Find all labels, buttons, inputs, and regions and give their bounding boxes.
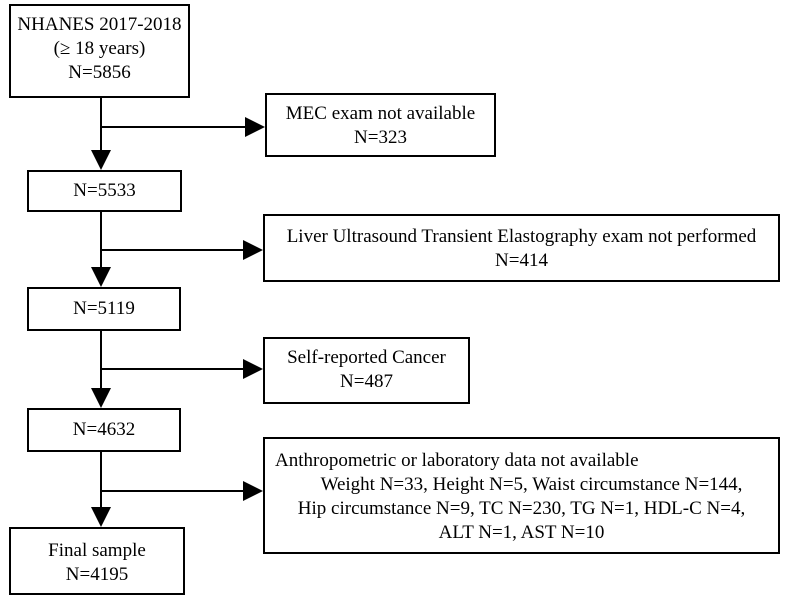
liver-ultrasound-count: N=414 xyxy=(495,250,548,271)
box-nhanes: NHANES 2017-2018 (≥ 18 years) N=5856 xyxy=(9,4,190,98)
cancer-count: N=487 xyxy=(340,371,393,392)
box-n5119-text: N=5119 xyxy=(73,298,135,319)
final-sample-label: Final sample xyxy=(48,540,146,561)
mec-exam-text: MEC exam not available xyxy=(285,103,476,124)
box-n5533: N=5533 xyxy=(27,170,182,212)
box-nhanes-line2: (≥ 18 years) xyxy=(53,38,146,59)
box-anthropometric: Anthropometric or laboratory data not av… xyxy=(263,437,780,554)
box-self-reported-cancer: Self-reported Cancer N=487 xyxy=(263,337,470,404)
cancer-text: Self-reported Cancer xyxy=(287,347,446,368)
box-nhanes-line3: N=5856 xyxy=(68,62,131,83)
box-n5533-text: N=5533 xyxy=(73,180,136,201)
anthropometric-line1: Weight N=33, Height N=5, Waist circumsta… xyxy=(320,474,743,495)
box-final-sample: Final sample N=4195 xyxy=(9,527,185,595)
anthropometric-title: Anthropometric or laboratory data not av… xyxy=(275,450,639,471)
box-liver-ultrasound: Liver Ultrasound Transient Elastography … xyxy=(263,214,780,282)
mec-exam-count: N=323 xyxy=(354,127,407,148)
box-n4632: N=4632 xyxy=(27,408,181,452)
box-mec-exam: MEC exam not available N=323 xyxy=(265,93,496,157)
box-n4632-text: N=4632 xyxy=(72,419,136,440)
box-n5119: N=5119 xyxy=(27,287,181,331)
final-sample-count: N=4195 xyxy=(65,564,129,585)
anthropometric-line2: Hip circumstance N=9, TC N=230, TG N=1, … xyxy=(297,498,746,519)
liver-ultrasound-text: Liver Ultrasound Transient Elastography … xyxy=(286,226,757,247)
box-nhanes-line1: NHANES 2017-2018 xyxy=(17,14,182,35)
anthropometric-line3: ALT N=1, AST N=10 xyxy=(438,522,605,543)
